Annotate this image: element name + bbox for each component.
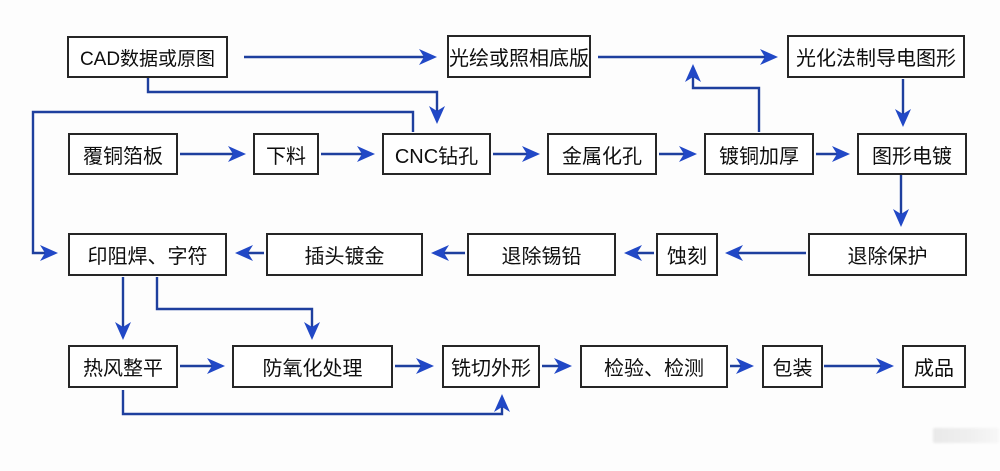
node-copper-thickening: 镀铜加厚	[704, 133, 814, 175]
node-cad-data: CAD数据或原图	[67, 36, 228, 78]
node-cutting: 下料	[253, 133, 319, 175]
node-hot-air-leveling: 热风整平	[68, 345, 178, 388]
node-photochemical-pattern: 光化法制导电图形	[787, 35, 965, 78]
edge-cad-to-cnc	[146, 78, 445, 124]
node-hole-metallization: 金属化孔	[547, 133, 657, 175]
edge-soldermask-to-antioxidation	[155, 277, 320, 340]
node-anti-oxidation: 防氧化处理	[232, 345, 393, 388]
node-inspection-testing: 检验、检测	[580, 345, 728, 388]
watermark-smudge	[933, 428, 999, 443]
node-strip-tin-lead: 退除锡铅	[467, 233, 616, 276]
node-soldermask-legend: 印阻焊、字符	[68, 233, 227, 276]
edge-hasl-to-routing-bypass	[121, 390, 510, 416]
node-cnc-drilling: CNC钻孔	[382, 133, 491, 175]
node-copper-clad-laminate: 覆铜箔板	[68, 133, 178, 175]
node-strip-protection: 退除保护	[808, 233, 967, 276]
node-photoplot-film: 光绘或照相底版	[447, 35, 591, 78]
node-finished-product: 成品	[902, 345, 966, 388]
node-pattern-plating: 图形电镀	[857, 133, 967, 175]
edge-cnc-to-soldermask	[31, 110, 415, 261]
node-plug-gold-plating: 插头镀金	[266, 233, 423, 276]
node-packing: 包装	[762, 345, 823, 388]
edge-copperthicken-to-topline	[685, 64, 761, 132]
node-rout-outline: 铣切外形	[442, 345, 540, 388]
node-etching: 蚀刻	[656, 233, 718, 276]
